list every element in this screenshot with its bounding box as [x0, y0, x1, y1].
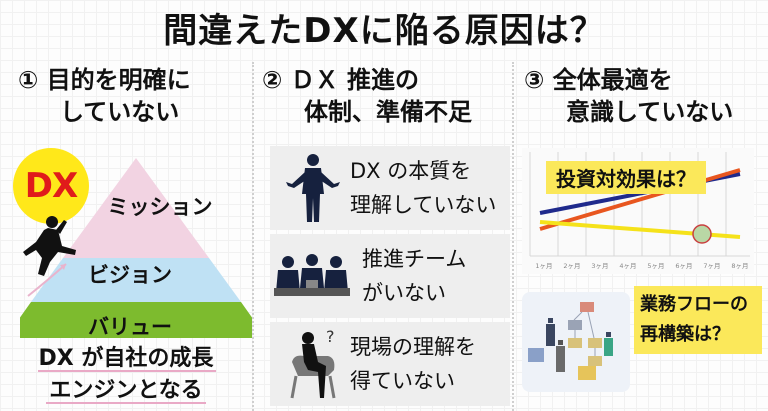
heading-line1: 目的を明確に: [46, 66, 191, 94]
bottom-text-line2: エンジンとなる: [49, 378, 203, 403]
pyramid-vision-layer: [31, 258, 241, 302]
svg-text:8ヶ月: 8ヶ月: [731, 262, 748, 270]
heading-line2: 体制、準備不足: [304, 98, 472, 126]
issue-text: DX の本質を 理解していない: [350, 154, 496, 222]
pyramid-value-label: バリュー: [88, 315, 172, 339]
workflow-question-label: 業務フローの 再構築は？: [634, 286, 762, 354]
column-heading: ① 目的を明確に していない: [18, 64, 191, 128]
svg-text:?: ?: [326, 327, 335, 346]
svg-text:5ヶ月: 5ヶ月: [647, 262, 664, 270]
dx-badge-text: DX: [24, 166, 78, 206]
issue-card: ? 現場の理解を 得ていない: [270, 322, 510, 406]
pyramid-value-layer: [20, 302, 252, 338]
roi-question-label: 投資対効果は？: [546, 161, 706, 194]
issue-line2: 得ていない: [350, 369, 455, 393]
pyramid-vision-label: ビジョン: [88, 263, 172, 287]
running-man-icon: [23, 216, 76, 297]
svg-text:1ヶ月: 1ヶ月: [535, 262, 552, 270]
heading-line1: ＤＸ 推進の: [290, 66, 420, 94]
heading-line2: 意識していない: [566, 98, 734, 126]
pink-underline: [38, 370, 216, 372]
pyramid-mission-layer: [63, 158, 209, 258]
column-optimization: ③ 全体最適を 意識していない 1ヶ月 2ヶ月 3ヶ: [516, 58, 768, 411]
workflow-label-line2: 再構築は？: [640, 324, 730, 345]
business-flow-illustration: [522, 292, 630, 392]
column-number: ②: [262, 66, 283, 94]
column-heading: ② ＤＸ 推進の 体制、準備不足: [262, 64, 472, 128]
column-heading: ③ 全体最適を 意識していない: [524, 64, 733, 128]
column-divider: [512, 62, 514, 411]
pyramid-diagram: [20, 158, 252, 338]
column-number: ①: [18, 66, 39, 94]
issue-line1: 現場の理解を: [350, 335, 476, 359]
workflow-label-line1: 業務フローの: [640, 294, 748, 315]
issue-card: 推進チーム がいない: [270, 234, 510, 318]
issue-text: 現場の理解を 得ていない: [350, 330, 476, 398]
meeting-team-icon: [274, 254, 350, 296]
issue-line1: DX の本質を: [350, 159, 472, 183]
bottom-text-line1: DX が自社の成長: [38, 346, 214, 371]
dx-sun-icon: DX: [13, 148, 89, 224]
column-divider: [252, 62, 254, 411]
svg-text:2ヶ月: 2ヶ月: [563, 262, 580, 270]
issue-line2: がいない: [362, 281, 446, 305]
confused-person-chair-icon: ?: [290, 327, 336, 399]
heading-line2: していない: [60, 98, 180, 126]
column-structure: ② ＤＸ 推進の 体制、準備不足 DX の本質を 理解していない 推進チーム: [260, 58, 510, 411]
pyramid-mission-label: ミッション: [107, 195, 213, 219]
issue-text: 推進チーム がいない: [362, 242, 466, 310]
svg-text:6ヶ月: 6ヶ月: [675, 262, 692, 270]
business-flow-illustration-icon: [528, 302, 613, 380]
svg-text:3ヶ月: 3ヶ月: [591, 262, 608, 270]
issue-line1: 推進チーム: [362, 247, 467, 271]
column-number: ③: [524, 66, 545, 94]
svg-text:7ヶ月: 7ヶ月: [703, 262, 720, 270]
svg-text:4ヶ月: 4ヶ月: [619, 262, 636, 270]
issue-card: DX の本質を 理解していない: [270, 146, 510, 230]
page-title: 間違えたDXに陥る原因は？: [163, 11, 605, 51]
businessman-shrugging-icon: [286, 154, 340, 222]
column-purpose: ① 目的を明確に していない ミッション ビジョン バリュー DX DX が自社…: [0, 58, 252, 411]
pink-underline: [46, 402, 206, 404]
heading-line1: 全体最適を: [552, 66, 673, 94]
issue-line2: 理解していない: [350, 193, 497, 217]
